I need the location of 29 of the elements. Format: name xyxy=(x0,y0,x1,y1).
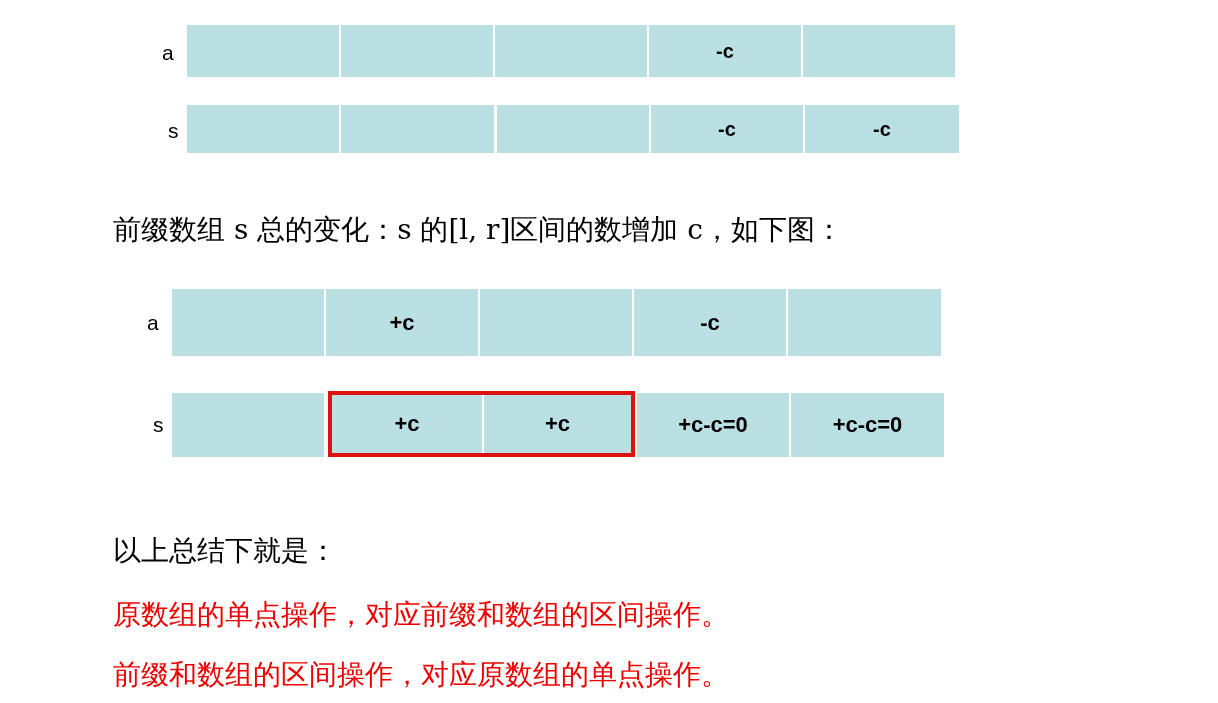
summary-line: 前缀和数组的区间操作，对应原数组的单点操作。 xyxy=(113,661,729,689)
table-cell xyxy=(788,289,941,356)
table-cell xyxy=(187,25,339,77)
table-cell xyxy=(172,289,324,356)
table-cell: +c xyxy=(326,289,478,356)
table-cell xyxy=(480,289,632,356)
table-cell: +c xyxy=(484,395,631,453)
paragraph: 以上总结下就是： xyxy=(113,537,337,565)
paragraph: 前缀数组 s 总的变化：s 的[l, r]区间的数增加 c，如下图： xyxy=(113,216,843,244)
table-cell: -c xyxy=(805,105,959,153)
summary-line: 原数组的单点操作，对应前缀和数组的区间操作。 xyxy=(113,601,729,629)
table-cell xyxy=(497,105,649,153)
table-cell: -c xyxy=(649,25,801,77)
table-cell xyxy=(341,105,494,153)
table-cell: +c-c=0 xyxy=(791,393,944,457)
table-cell xyxy=(172,393,324,457)
table-cell: -c xyxy=(634,289,786,356)
row-label: a xyxy=(162,42,174,63)
table-cell xyxy=(187,105,339,153)
row-label: a xyxy=(147,312,159,333)
table-cell: +c xyxy=(332,395,482,453)
row-label: s xyxy=(168,120,179,141)
table-cell xyxy=(495,25,647,77)
table-cell xyxy=(341,25,493,77)
table-cell: +c-c=0 xyxy=(637,393,789,457)
row-label: s xyxy=(153,414,164,435)
table-cell: -c xyxy=(651,105,803,153)
highlight-frame xyxy=(328,391,635,457)
table-cell xyxy=(803,25,955,77)
